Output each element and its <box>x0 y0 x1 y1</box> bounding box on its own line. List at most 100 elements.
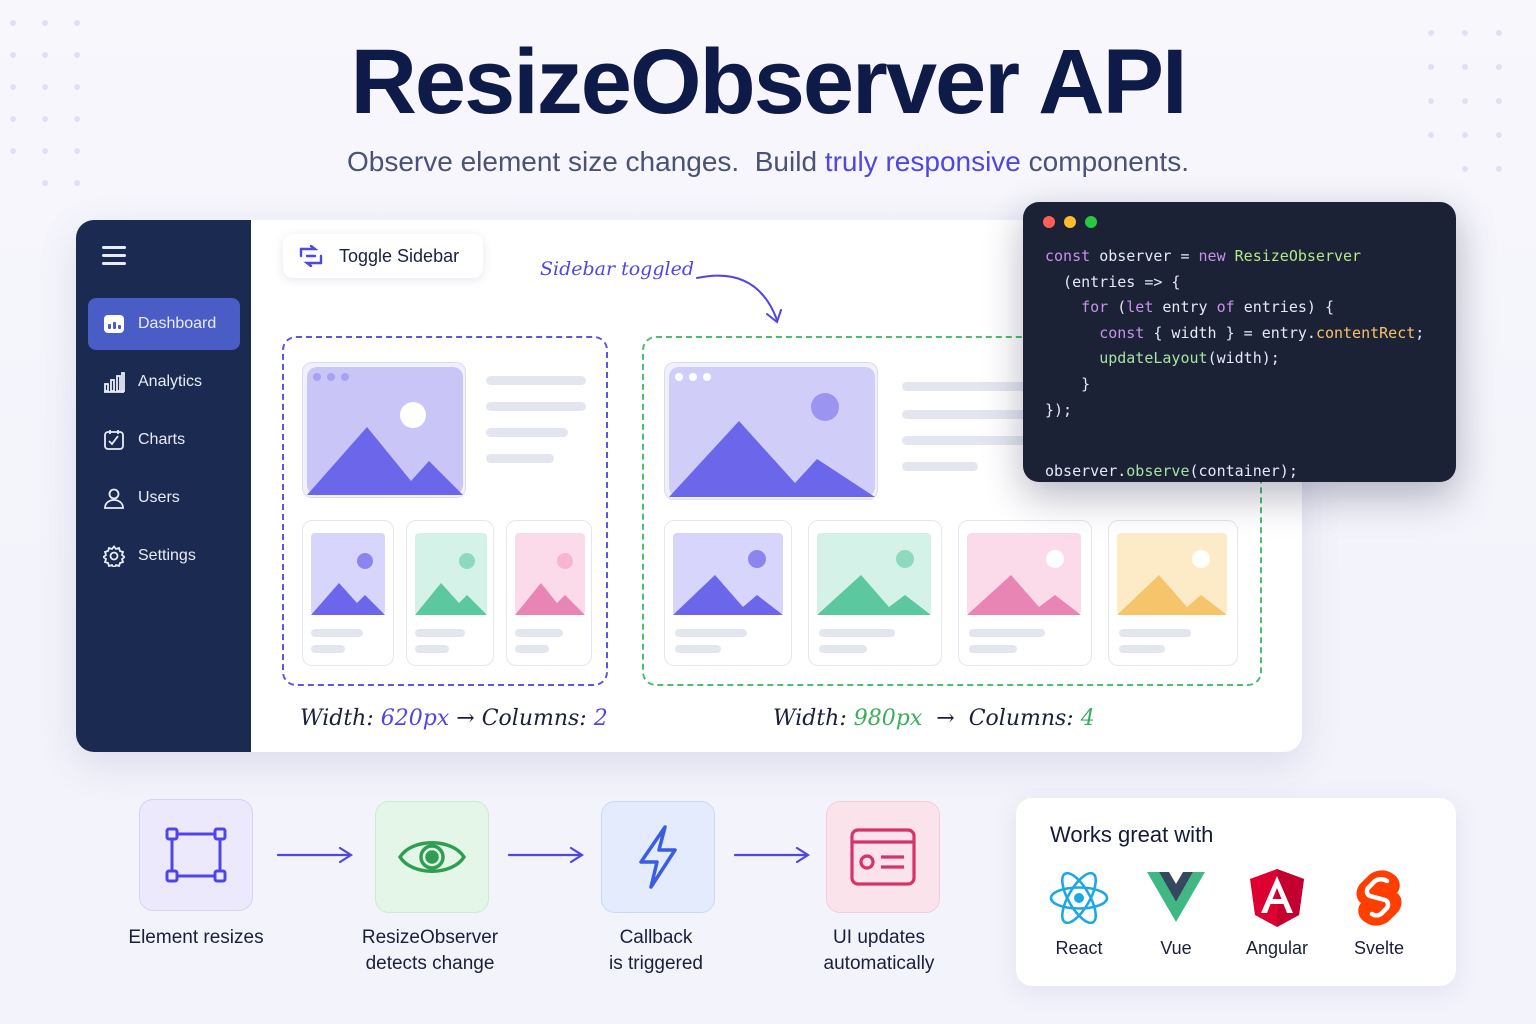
code-token: entry <box>1162 298 1217 317</box>
image-placeholder-icon <box>669 367 875 497</box>
maximize-dot[interactable] <box>1085 216 1097 228</box>
width-text: Width: <box>773 706 847 731</box>
code-token <box>1045 324 1099 342</box>
toggle-sidebar-button[interactable]: Toggle Sidebar <box>283 234 483 278</box>
code-line: for (let entry of entries) { <box>1045 295 1456 321</box>
minimize-dot[interactable] <box>1064 216 1076 228</box>
code-token: observe <box>1126 461 1190 480</box>
sidebar-item-label: Charts <box>138 431 186 448</box>
resize-frame-icon <box>165 827 227 883</box>
bar-chart-icon <box>102 370 126 394</box>
image-placeholder-icon <box>415 533 487 653</box>
flow-label-line: detects change <box>365 953 495 974</box>
sidebar-item-label: Users <box>138 489 180 506</box>
user-icon <box>102 486 126 510</box>
code-token: new <box>1198 247 1235 265</box>
code-token: const <box>1045 247 1100 265</box>
flow-label-2: ResizeObserver detects change <box>330 925 530 977</box>
sidebar-item-settings[interactable]: Settings <box>88 530 240 582</box>
lightning-icon <box>639 825 677 889</box>
small-width-label: Width: 620px → Columns: 2 <box>300 706 608 731</box>
code-line: }); <box>1045 398 1456 424</box>
large-width-label: Width: 980px → Columns: 4 <box>773 706 1095 731</box>
sidebar-item-charts[interactable]: Charts <box>88 414 240 466</box>
code-token: ; <box>1415 323 1425 342</box>
grid-card <box>958 520 1092 666</box>
grid-card <box>1108 520 1238 666</box>
width-value: 980px <box>853 706 923 731</box>
code-token: }); <box>1045 400 1073 419</box>
code-token: (width); <box>1207 349 1280 368</box>
sidebar: Dashboard Analytics Charts Users Setting… <box>76 220 251 752</box>
sidebar-item-dashboard[interactable]: Dashboard <box>88 298 240 350</box>
svelte-logo-icon <box>1334 868 1424 928</box>
flow-arrow <box>733 846 811 864</box>
flow-label-line: automatically <box>823 953 935 974</box>
text-line-placeholder <box>902 410 1032 419</box>
grid-card <box>302 520 394 666</box>
hero-card <box>302 362 466 498</box>
code-token: (entries => { <box>1045 272 1181 291</box>
code-token: let <box>1126 298 1163 317</box>
code-token: (container); <box>1189 461 1298 480</box>
code-line: updateLayout(width); <box>1045 346 1456 372</box>
grid-card <box>506 520 592 666</box>
code-token: updateLayout <box>1099 349 1208 368</box>
sidebar-item-analytics[interactable]: Analytics <box>88 356 240 408</box>
flow-label-line: ResizeObserver <box>361 927 499 948</box>
toggle-sidebar-label: Toggle Sidebar <box>339 245 460 266</box>
code-line: observer.observe(container); <box>1045 459 1456 485</box>
container-small-layout <box>282 336 608 686</box>
text-line-placeholder <box>486 428 568 437</box>
sidebar-item-label: Settings <box>138 547 196 564</box>
frameworks-title: Works great with <box>1050 822 1214 847</box>
flow-step-detects-change <box>375 801 489 913</box>
framework-name: Vue <box>1160 938 1192 958</box>
framework-vue: Vue <box>1131 868 1221 959</box>
flow-arrow <box>507 846 585 864</box>
code-line: const observer = new ResizeObserver <box>1045 244 1456 270</box>
annotation-arrow <box>696 274 782 324</box>
code-token: { width } = entry. <box>1153 323 1316 342</box>
framework-name: React <box>1055 938 1103 958</box>
sidebar-item-users[interactable]: Users <box>88 472 240 524</box>
code-window: const observer = new ResizeObserver (ent… <box>1023 202 1456 482</box>
hero-card <box>664 362 878 500</box>
page-subtitle: Observe element size changes. Build trul… <box>0 146 1536 178</box>
code-line: } <box>1045 372 1456 398</box>
code-body: const observer = new ResizeObserver (ent… <box>1045 244 1456 484</box>
grid-card <box>406 520 494 666</box>
decorative-dots-left <box>10 20 100 200</box>
code-token: } <box>1045 374 1091 393</box>
window-controls <box>1043 216 1097 228</box>
image-placeholder-icon <box>967 533 1081 653</box>
code-token: ResizeObserver <box>1234 247 1362 265</box>
code-token: observer <box>1099 247 1181 265</box>
sidebar-item-label: Analytics <box>138 373 203 390</box>
code-token: const <box>1099 323 1154 342</box>
code-token <box>1045 349 1099 367</box>
arrow-glyph: → <box>456 706 475 731</box>
width-text: Width: <box>300 706 374 731</box>
dashboard-icon <box>102 312 126 336</box>
gear-icon <box>102 544 126 568</box>
ui-card-icon <box>850 828 916 886</box>
code-token: of <box>1216 298 1244 317</box>
eye-icon <box>397 841 467 873</box>
columns-value: 4 <box>1080 706 1095 731</box>
toggle-sidebar-icon <box>299 245 323 267</box>
code-token: for <box>1081 298 1118 317</box>
code-token: observer. <box>1045 461 1127 480</box>
text-line-placeholder <box>902 382 1032 391</box>
hamburger-icon[interactable] <box>102 246 126 265</box>
subtitle-accent: truly responsive <box>824 146 1021 177</box>
framework-name: Angular <box>1245 938 1309 958</box>
text-line-placeholder <box>486 376 586 385</box>
framework-name: Svelte <box>1353 938 1405 958</box>
framework-svelte: Svelte <box>1334 868 1424 959</box>
flow-label-line: is triggered <box>609 953 703 974</box>
grid-card <box>664 520 792 666</box>
close-dot[interactable] <box>1043 216 1055 228</box>
